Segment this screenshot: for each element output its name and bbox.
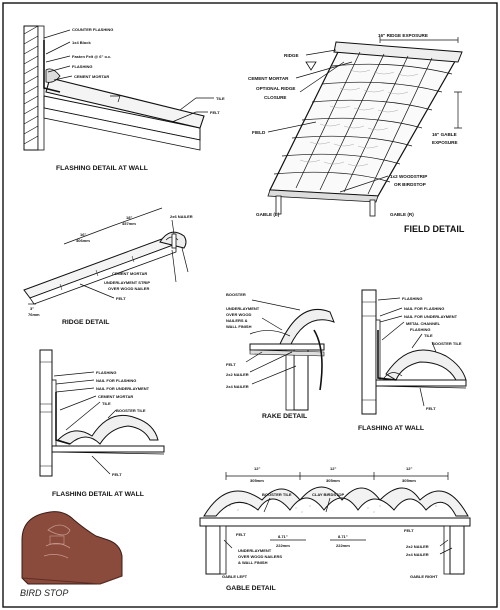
bird-stop-illustration: BIRD STOP <box>20 511 123 598</box>
label-fasten-felt: Fasten Felt @ 6" o.c. <box>72 54 111 59</box>
label-over-wood-nailer: OVER WOOD NAILER <box>108 286 149 291</box>
label-field-cement-mortar: CEMENT MORTAR <box>248 76 289 81</box>
label-right-flashing: FLASHING <box>402 296 422 301</box>
gable-detail: 12" 305mm 12" 305mm 12" 305mm 8.71" 222m… <box>199 466 471 592</box>
label-dim-3: 3" <box>30 306 34 311</box>
label-gable-dim-2-mm: 305mm <box>326 478 340 483</box>
label-gable-exposure-2: EXPOSURE <box>432 140 458 145</box>
label-cement-mortar: CEMENT MORTAR <box>74 74 109 79</box>
title-ridge-detail: RIDGE DETAIL <box>62 319 109 326</box>
label-dim-16-mm: 406mm <box>76 238 90 243</box>
title-flashing-at-wall: FLASHING AT WALL <box>358 425 424 432</box>
label-closure: CLOSURE <box>264 95 286 100</box>
label-rake-2x4: 2x4 NAILER <box>226 384 249 389</box>
label-right-metal-channel: METAL CHANNEL <box>406 321 441 326</box>
label-block: 1x4 Block <box>72 40 91 45</box>
label-gable-a2: 8.71" <box>338 534 348 539</box>
label-right-felt: FELT <box>426 406 436 411</box>
ridge-detail: 16" 406mm 18" 457mm 2x6 NAILER CEMENT MO… <box>23 207 193 326</box>
label-rake-booster: BOOSTER <box>226 292 246 297</box>
title-flashing-detail-left: FLASHING DETAIL AT WALL <box>52 491 144 498</box>
label-gable-left: GABLE (L) <box>256 212 280 217</box>
label-2x6-nailer: 2x6 NAILER <box>170 214 193 219</box>
label-optional-ridge: OPTIONAL RIDGE <box>256 86 295 91</box>
caption-bird-stop: BIRD STOP <box>20 588 68 598</box>
label-left-nail-underlay: NAIL FOR UNDERLAYMENT <box>96 386 150 391</box>
label-left-tile: TILE <box>102 401 111 406</box>
label-underlay-strip: UNDERLAYMENT STRIP <box>104 280 150 285</box>
label-gable-right: GABLE (R) <box>390 212 414 217</box>
label-gable-under-3: & WALL FINISH <box>238 560 268 565</box>
label-counter-flashing: COUNTER FLASHING <box>72 27 113 32</box>
title-flashing-detail-at-wall: FLASHING DETAIL AT WALL <box>56 165 148 172</box>
label-gable-dim-1: 12" <box>254 466 260 471</box>
label-dim-16: 16" <box>80 232 86 237</box>
label-tile: TILE <box>216 96 225 101</box>
label-gable-right-side: GABLE RIGHT <box>410 574 438 579</box>
title-rake-detail: RAKE DETAIL <box>262 413 307 420</box>
label-gable-2x4: 2x4 NAILER <box>406 552 429 557</box>
label-gable-clay-birdstop: CLAY BIRDSTOP <box>312 492 344 497</box>
flashing-at-wall-right: FLASHING NAIL FOR FLASHING NAIL FOR UNDE… <box>358 289 467 432</box>
label-gable-felt: FELT <box>236 532 246 537</box>
label-left-booster-tile: BOOSTER TILE <box>116 408 146 413</box>
label-dim-76mm: 76mm <box>28 312 40 317</box>
label-left-felt: FELT <box>112 472 122 477</box>
label-gable-dim-2: 12" <box>330 466 336 471</box>
label-rake-wall-finish: WALL FINISH <box>226 324 252 329</box>
label-field: FIELD <box>252 130 266 135</box>
label-rake-2x2: 2x2 NAILER <box>226 372 249 377</box>
label-gable-dim-3-mm: 305mm <box>402 478 416 483</box>
label-rake-over-wood: OVER WOOD <box>226 312 251 317</box>
label-gable-left-side: GABLE LEFT <box>222 574 248 579</box>
label-right-booster-tile: BOOSTER TILE <box>432 341 462 346</box>
label-right-nail-underlay: NAIL FOR UNDERLAYMENT <box>404 314 458 319</box>
label-ridge-exposure: 16" RIDGE EXPOSURE <box>378 33 428 38</box>
label-gable-exposure-1: 16" GABLE <box>432 132 457 137</box>
flashing-detail-at-wall-top: COUNTER FLASHING 1x4 Block Fasten Felt @… <box>23 25 225 172</box>
label-rake-felt: FELT <box>226 362 236 367</box>
label-ridge: RIDGE <box>284 53 299 58</box>
label-ridge-cement: CEMENT MORTAR <box>112 271 147 276</box>
field-detail: 16" RIDGE EXPOSURE RIDGE CEMENT MORTAR O… <box>248 33 465 234</box>
label-gable-dim-3: 12" <box>406 466 412 471</box>
label-right-tile: TILE <box>424 333 433 338</box>
label-felt: FELT <box>210 110 220 115</box>
title-field-detail: FIELD DETAIL <box>404 224 465 234</box>
label-gable-a2-mm: 222mm <box>336 543 350 548</box>
label-gable-felt-2: FELT <box>404 528 414 533</box>
label-ridge-felt: FELT <box>116 296 126 301</box>
label-woodstrip-1: 1x2 WOODSTRIP <box>390 174 427 179</box>
label-gable-booster: BOOSTER TILE <box>262 492 292 497</box>
label-right-nail-flashing: NAIL FOR FLASHING <box>404 306 444 311</box>
label-gable-dim-1-mm: 305mm <box>250 478 264 483</box>
flashing-detail-at-wall-left: FLASHING NAIL FOR FLASHING NAIL FOR UNDE… <box>39 349 165 498</box>
label-dim-18-mm: 457mm <box>122 221 136 226</box>
label-gable-under-1: UNDERLAYMENT <box>238 548 272 553</box>
label-left-flashing: FLASHING <box>96 370 116 375</box>
label-rake-nailers: NAILERS & <box>226 318 248 323</box>
label-left-cement-mortar: CEMENT MORTAR <box>98 394 133 399</box>
label-gable-2x2: 2x2 NAILER <box>406 544 429 549</box>
label-flashing: FLASHING <box>72 64 92 69</box>
label-woodstrip-2: OR BIRDSTOP <box>394 182 426 187</box>
label-left-nail-flashing: NAIL FOR FLASHING <box>96 378 136 383</box>
rake-detail: BOOSTER UNDERLAYMENT OVER WOOD NAILERS &… <box>226 292 335 420</box>
label-rake-underlayment: UNDERLAYMENT <box>226 306 260 311</box>
label-dim-18: 18" <box>126 215 132 220</box>
label-gable-under-2: OVER WOOD NAILERS <box>238 554 282 559</box>
label-gable-a1-mm: 222mm <box>276 543 290 548</box>
title-gable-detail: GABLE DETAIL <box>226 585 276 592</box>
label-right-flashing-2: FLASHING <box>410 327 430 332</box>
label-gable-a1: 8.71" <box>278 534 288 539</box>
